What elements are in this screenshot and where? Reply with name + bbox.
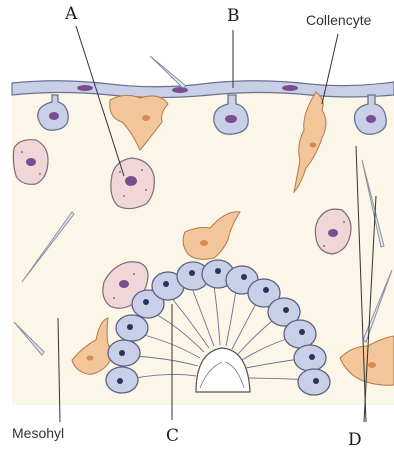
amoebocyte-a [111, 158, 154, 209]
label-mesohyl: Mesohyl [12, 425, 64, 441]
label-a: A [65, 4, 77, 24]
spicule-top [150, 56, 186, 88]
amoebocyte-left [13, 140, 48, 185]
label-c: C [166, 426, 179, 446]
label-collencyte: Collencyte [306, 12, 371, 28]
label-d: D [348, 430, 362, 450]
label-b: B [227, 6, 240, 26]
